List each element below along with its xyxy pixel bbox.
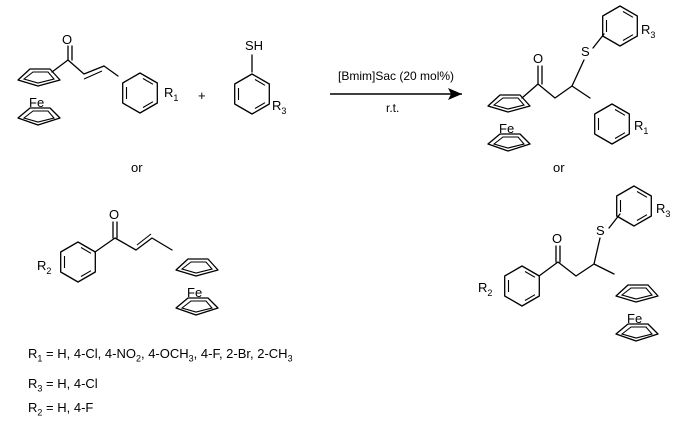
plus-sign: + xyxy=(198,88,206,103)
ferrocenyl-product: Fe O S R3 R1 xyxy=(487,5,655,152)
legend-r3: R3 = H, 4-Cl xyxy=(28,376,98,394)
alt-product-fe-atom: Fe xyxy=(627,311,642,326)
condition-label: r.t. xyxy=(386,101,399,115)
alt-product-thioaryl-ring xyxy=(616,185,652,227)
r2-substituent: R2 xyxy=(37,258,51,276)
r3-substituent: R3 xyxy=(272,98,286,116)
alt-product-aryl-ring xyxy=(504,265,540,307)
alt-carbonyl-oxygen: O xyxy=(109,207,119,222)
product-carbonyl-oxygen: O xyxy=(533,51,543,66)
or-connector-right: or xyxy=(553,160,565,175)
carbonyl-oxygen: O xyxy=(62,32,72,47)
aryl-ring-r1 xyxy=(122,72,158,114)
thiophenol-ring xyxy=(234,73,270,115)
alt-aryl-ring-r2 xyxy=(60,241,96,283)
fe-atom: Fe xyxy=(29,95,44,110)
alt-product-r3-substituent: R3 xyxy=(656,201,670,219)
aryl-ketone-product: R2 O S R3 Fe xyxy=(478,185,670,342)
legend-r2: R2 = H, 4-F xyxy=(28,400,94,418)
r1-substituent: R1 xyxy=(164,85,178,103)
alt-product-sulfur: S xyxy=(596,223,605,238)
product-thioaryl-ring xyxy=(602,5,638,47)
alt-fe-atom: Fe xyxy=(187,285,202,300)
product-r3-substituent: R3 xyxy=(641,22,655,40)
thiophenol-reactant: SH R3 xyxy=(234,38,286,116)
catalyst-label: [Bmim]Sac (20 mol%) xyxy=(338,69,454,83)
or-connector-left: or xyxy=(131,160,143,175)
product-aryl-ring xyxy=(594,103,630,145)
reaction-arrow-group: [Bmim]Sac (20 mol%) r.t. xyxy=(330,69,462,115)
product-fe-atom: Fe xyxy=(499,121,514,136)
ferrocenyl-enone-reactant: Fe O R1 xyxy=(17,32,178,126)
reaction-arrow-head xyxy=(448,88,462,100)
product-sulfur: S xyxy=(581,44,590,59)
alt-product-r2-substituent: R2 xyxy=(478,280,492,298)
legend-r1: R1 = H, 4-Cl, 4-NO2, 4-OCH3, 4-F, 2-Br, … xyxy=(28,346,293,364)
alt-product-carbonyl-oxygen: O xyxy=(552,231,562,246)
thiol-group: SH xyxy=(245,38,263,53)
product-r1-substituent: R1 xyxy=(634,118,648,136)
aryl-ferrocenyl-enone-reactant: R2 O Fe xyxy=(37,207,219,316)
